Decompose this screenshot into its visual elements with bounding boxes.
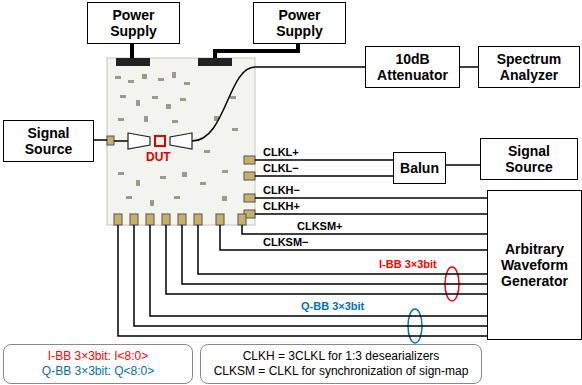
power-cable bbox=[215, 44, 298, 58]
equipment-box: Spectrum Analyzer bbox=[478, 46, 580, 88]
signal-wire bbox=[242, 225, 487, 234]
note-box: I-BB 3×3bit: I<8:0>Q-BB 3×3bit: Q<8:0> bbox=[3, 344, 193, 384]
equipment-box: Signal Source bbox=[480, 138, 578, 180]
signal-wire bbox=[134, 225, 487, 326]
box-label: Signal Source bbox=[486, 143, 572, 175]
signal-wire bbox=[220, 225, 487, 250]
test-board: DUT bbox=[107, 58, 255, 225]
board-components bbox=[115, 72, 238, 206]
signal-wire bbox=[198, 225, 487, 274]
box-label: Signal Source bbox=[9, 125, 88, 157]
signal-wire bbox=[118, 225, 487, 336]
signal-name: CLKSM+ bbox=[296, 221, 344, 232]
equipment-box: Arbitrary Waveform Generator bbox=[487, 190, 582, 340]
note-text: CLKH = 3CLKL for 1:3 desearializers bbox=[243, 349, 440, 364]
pin-header bbox=[116, 58, 232, 66]
signal-name: I-BB 3×3bit bbox=[378, 259, 438, 270]
signal-wire bbox=[150, 225, 487, 316]
note-text: Q-BB 3×3bit: Q<8:0> bbox=[42, 364, 154, 379]
rf-cable bbox=[192, 67, 255, 141]
signal-wire bbox=[255, 66, 365, 68]
signal-wire bbox=[255, 197, 487, 199]
note-text: I-BB 3×3bit: I<8:0> bbox=[48, 349, 148, 364]
rf-cable bbox=[114, 140, 128, 142]
signal-wire bbox=[255, 159, 393, 161]
signal-wire bbox=[255, 175, 393, 177]
balun-box: Balun bbox=[393, 152, 446, 184]
equipment-box: Signal Source bbox=[3, 120, 94, 162]
box-label: Power Supply bbox=[93, 7, 174, 39]
signal-name: CLKL+ bbox=[262, 147, 300, 158]
device-label: DUT bbox=[146, 151, 171, 164]
signal-name: CLKH+ bbox=[262, 201, 301, 212]
box-label: Arbitrary Waveform Generator bbox=[493, 241, 576, 289]
box-label: 10dB Attenuator bbox=[371, 51, 454, 83]
signal-wire bbox=[460, 66, 478, 68]
box-label: Balun bbox=[400, 160, 439, 176]
dut-chip bbox=[155, 136, 165, 146]
note-text: CLKSM = CLKL for synchronization of sign… bbox=[214, 364, 469, 379]
power-cable bbox=[130, 44, 134, 58]
signal-wire bbox=[182, 225, 487, 284]
probe-symbol bbox=[170, 133, 192, 149]
equipment-box: Power Supply bbox=[253, 2, 346, 44]
signal-name: CLKL− bbox=[262, 163, 300, 174]
equipment-box: Power Supply bbox=[87, 2, 180, 44]
box-label: Spectrum Analyzer bbox=[484, 51, 574, 83]
signal-name: CLKSM− bbox=[262, 237, 310, 248]
signal-wire bbox=[166, 225, 487, 294]
note-box: CLKH = 3CLKL for 1:3 desearializersCLKSM… bbox=[200, 344, 482, 384]
signal-name: CLKH− bbox=[262, 185, 301, 196]
probe-symbol bbox=[128, 133, 150, 149]
pcb-board bbox=[107, 58, 255, 225]
signal-wire bbox=[94, 139, 107, 141]
signal-wire bbox=[446, 164, 480, 166]
equipment-box: 10dB Attenuator bbox=[365, 46, 460, 88]
signal-wire bbox=[255, 213, 487, 215]
box-label: Power Supply bbox=[259, 7, 340, 39]
signal-name: Q-BB 3×3bit bbox=[300, 301, 365, 312]
